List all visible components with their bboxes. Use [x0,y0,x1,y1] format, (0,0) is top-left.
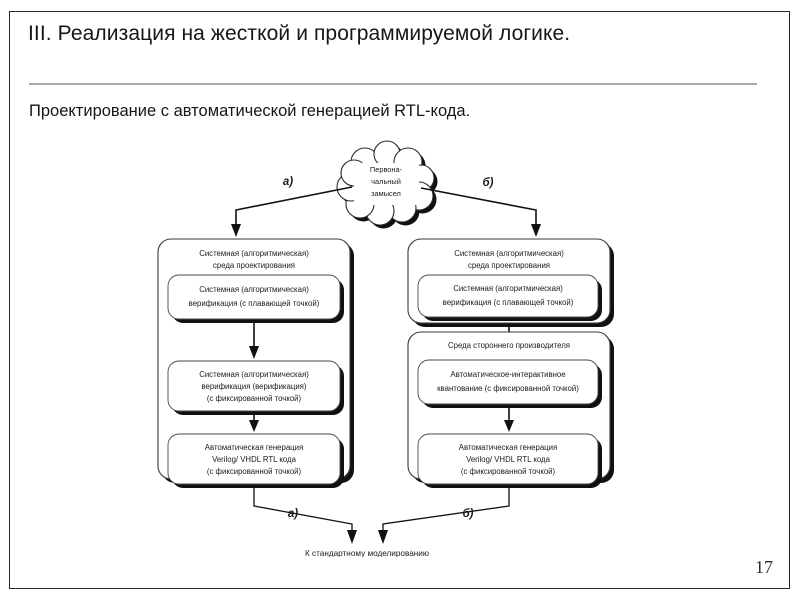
left-step-1: Системная (алгоритмическая) верификация … [167,274,344,323]
bottom-connector-a [253,484,357,544]
right-panel-third-party-environment: Среда стороннего производителя Автоматич… [407,331,614,488]
left-arrow-1-2 [249,323,259,359]
page-subtitle: Проектирование с автоматической генераци… [29,102,471,120]
left-step-1-line-1: Системная (алгоритмическая) [199,285,309,294]
right-p1-step-1: Системная (алгоритмическая) верификация … [417,274,602,321]
branch-connector-b-top [420,187,541,237]
title-divider [29,83,757,85]
left-step-2-line-2: верификация (верификация) [202,382,307,391]
outcome-caption: К стандартному моделированию и синтезу R… [305,549,429,557]
branch-label-b-top: б) [483,177,494,189]
branch-label-b-bottom: б) [463,508,474,520]
left-step-3: Автоматическая генерация Verilog/ VHDL R… [167,433,344,488]
page-number: 17 [755,557,773,577]
left-step-2: Системная (алгоритмическая) верификация … [167,360,344,415]
right-p1-step-1-line-2: верификация (с плавающей точкой) [443,298,574,307]
page-title: III. Реализация на жесткой и программиру… [28,22,571,45]
left-arrow-2-3 [249,415,259,432]
branch-connector-a-top [231,186,353,237]
branch-label-a-top: а) [283,176,293,188]
right-p2-step-2: Автоматическая генерация Verilog/ VHDL R… [417,433,602,488]
branch-label-a-bottom: а) [288,508,298,520]
cloud-line-3: замысел [371,189,401,198]
left-step-3-line-1: Автоматическая генерация [205,443,303,452]
right-panel-2-header: Среда стороннего производителя [448,341,570,350]
right-panel-1-header-line-1: Системная (алгоритмическая) [454,249,564,258]
right-p2-step-2-line-2: Verilog/ VHDL RTL кода [466,455,551,464]
left-step-2-line-1: Системная (алгоритмическая) [199,370,309,379]
right-p1-step-1-line-1: Системная (алгоритмическая) [453,284,563,293]
initial-concept-cloud: Первона- чальный замысел [336,140,438,229]
left-panel-header-line-1: Системная (алгоритмическая) [199,249,309,258]
right-p2-step-1-line-2: квантование (с фиксированной точкой) [437,384,579,393]
left-panel-header-line-2: среда проектирования [213,261,295,270]
outcome-line-1: К стандартному моделированию [305,549,429,557]
left-step-1-line-2: верификация (с плавающей точкой) [189,299,320,308]
cloud-line-1: Первона- [370,165,403,174]
slide-frame [9,11,790,589]
right-p2-step-2-line-3: (с фиксированной точкой) [461,467,556,476]
rtl-flow-diagram: Первона- чальный замысел а) б) Системная… [140,132,660,557]
cloud-line-2: чальный [371,177,401,186]
right-panel-system-design-environment: Системная (алгоритмическая) среда проект… [407,238,614,327]
right-arrow-p2-1-2 [504,408,514,432]
right-p2-step-1: Автоматическое-интерактивное квантование… [417,359,602,408]
right-p2-step-2-line-1: Автоматическая генерация [459,443,557,452]
left-step-3-line-2: Verilog/ VHDL RTL кода [212,455,297,464]
right-panel-1-header-line-2: среда проектирования [468,261,550,270]
left-column-panel: Системная (алгоритмическая) среда проект… [157,238,354,488]
left-step-2-line-3: (с фиксированной точкой) [207,394,302,403]
right-p2-step-1-line-1: Автоматическое-интерактивное [450,370,565,379]
left-step-3-line-3: (с фиксированной точкой) [207,467,302,476]
bottom-connector-b [378,484,510,544]
